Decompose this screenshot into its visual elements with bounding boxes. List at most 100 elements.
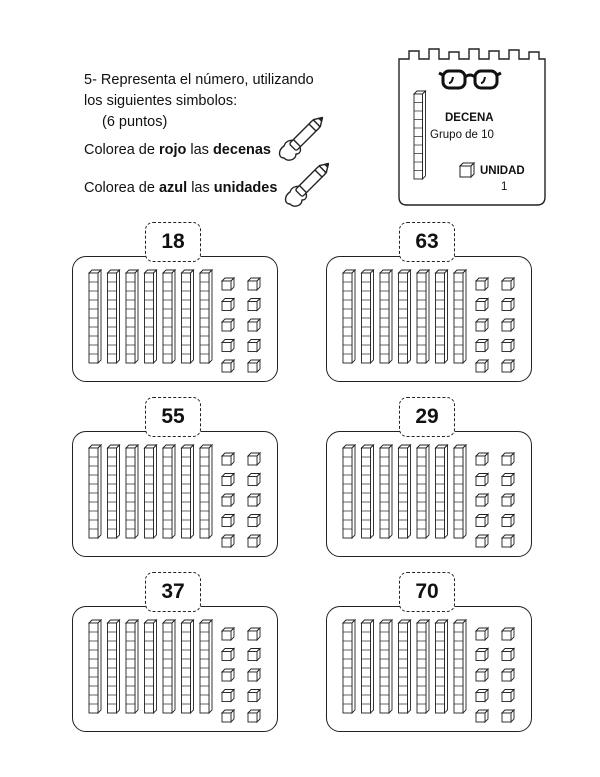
base-ten-blocks — [87, 443, 262, 549]
unidad-cube — [220, 472, 236, 487]
number-box: 70 — [399, 572, 455, 612]
base-ten-blocks — [87, 268, 262, 374]
glasses-icon — [438, 69, 502, 90]
decena-rod — [106, 618, 121, 715]
decena-rod — [397, 268, 412, 365]
unidad-cube — [500, 358, 516, 374]
decena-rod — [360, 618, 375, 715]
pencil-icon — [284, 162, 330, 207]
blocks-panel — [326, 431, 532, 557]
unidad-cube — [500, 451, 516, 467]
unidad-cube — [474, 626, 490, 642]
unidad-cube — [220, 317, 236, 333]
decena-rod — [415, 443, 431, 540]
decena-rod — [87, 268, 103, 365]
decena-rod — [452, 268, 468, 365]
legend-card: DECENA Grupo de 10 UNIDAD 1 — [397, 47, 547, 207]
unidad-cube — [220, 451, 236, 467]
unidad-cube — [246, 708, 262, 724]
instruction-blue: Colorea de azul las unidades — [84, 180, 278, 196]
blocks-panel — [72, 431, 278, 557]
unidad-cube — [500, 492, 516, 508]
problem-card: 37 — [72, 572, 278, 742]
unidad-cube — [220, 626, 236, 642]
unidad-cube — [246, 358, 262, 374]
unidad-cube — [474, 513, 490, 528]
color-word-blue: azul — [158, 180, 188, 196]
unidad-cube — [500, 688, 516, 703]
unidad-cube — [220, 513, 236, 528]
decena-rod — [341, 618, 357, 715]
decena-rod — [198, 618, 214, 715]
points-label: (6 puntos) — [102, 114, 168, 130]
base-ten-blocks — [87, 618, 262, 724]
pencil-icon — [278, 116, 324, 161]
decena-title: DECENA — [445, 112, 494, 124]
target-decenas: decenas — [212, 142, 271, 158]
number-box: 18 — [145, 222, 201, 262]
instruction-red: Colorea de rojo las decenas — [84, 142, 271, 158]
unidad-cube — [246, 647, 262, 662]
decena-rod — [452, 618, 468, 715]
unidad-cube — [220, 492, 236, 508]
number-box: 55 — [145, 397, 201, 437]
problem-card: 70 — [326, 572, 532, 742]
decena-rod — [452, 443, 468, 540]
decena-rod — [106, 268, 121, 365]
unidad-cube — [246, 492, 262, 508]
unidad-cube — [246, 451, 262, 467]
unidad-cube — [246, 297, 262, 312]
unidad-cube — [246, 667, 262, 683]
decena-rod — [360, 443, 375, 540]
unidad-cube — [500, 317, 516, 333]
unidad-cube — [220, 338, 236, 353]
unidad-cube — [220, 688, 236, 703]
unidad-cube — [500, 513, 516, 528]
decena-rod — [415, 618, 431, 715]
unidad-cube — [220, 358, 236, 374]
unidad-cube — [220, 297, 236, 312]
unidad-cube — [500, 276, 516, 292]
instruction-line-2: los siguientes simbolos: — [84, 93, 238, 109]
decena-rod — [87, 618, 103, 715]
unidad-cube — [246, 626, 262, 642]
target-unidades: unidades — [213, 180, 278, 196]
decena-rod — [360, 268, 375, 365]
unidad-cube — [474, 647, 490, 662]
decena-rod — [180, 268, 195, 365]
problem-card: 55 — [72, 397, 278, 567]
decena-rod — [341, 268, 357, 365]
unidad-value: 1 — [501, 181, 508, 193]
unidad-title: UNIDAD — [480, 165, 525, 177]
unidad-cube — [474, 708, 490, 724]
decena-rod — [106, 443, 121, 540]
decena-rod — [180, 443, 195, 540]
unidad-cube — [474, 451, 490, 467]
unidad-cube — [220, 708, 236, 724]
unidad-cube — [500, 533, 516, 549]
unidad-cube — [474, 358, 490, 374]
unidad-cube — [500, 338, 516, 353]
decena-rod — [378, 618, 394, 715]
unidad-cube — [220, 667, 236, 683]
unidad-cube — [246, 317, 262, 333]
unidad-cube — [246, 276, 262, 292]
decena-rod — [198, 268, 214, 365]
color-word-red: rojo — [158, 142, 187, 158]
decena-rod — [124, 443, 140, 540]
unidad-cube — [500, 647, 516, 662]
instructions: 5- Representa el número, utilizando los … — [84, 70, 384, 196]
unidad-cube — [246, 338, 262, 353]
unidad-cube — [474, 667, 490, 683]
decena-rod — [143, 618, 158, 715]
decena-rod — [161, 618, 177, 715]
decena-rod — [397, 443, 412, 540]
number-box: 37 — [145, 572, 201, 612]
decena-rod — [161, 268, 177, 365]
decena-rod — [143, 443, 158, 540]
unidad-cube — [500, 297, 516, 312]
blocks-panel — [72, 256, 278, 382]
decena-rod — [412, 89, 427, 181]
unidad-cube-icon — [458, 161, 476, 179]
problem-card: 18 — [72, 222, 278, 392]
